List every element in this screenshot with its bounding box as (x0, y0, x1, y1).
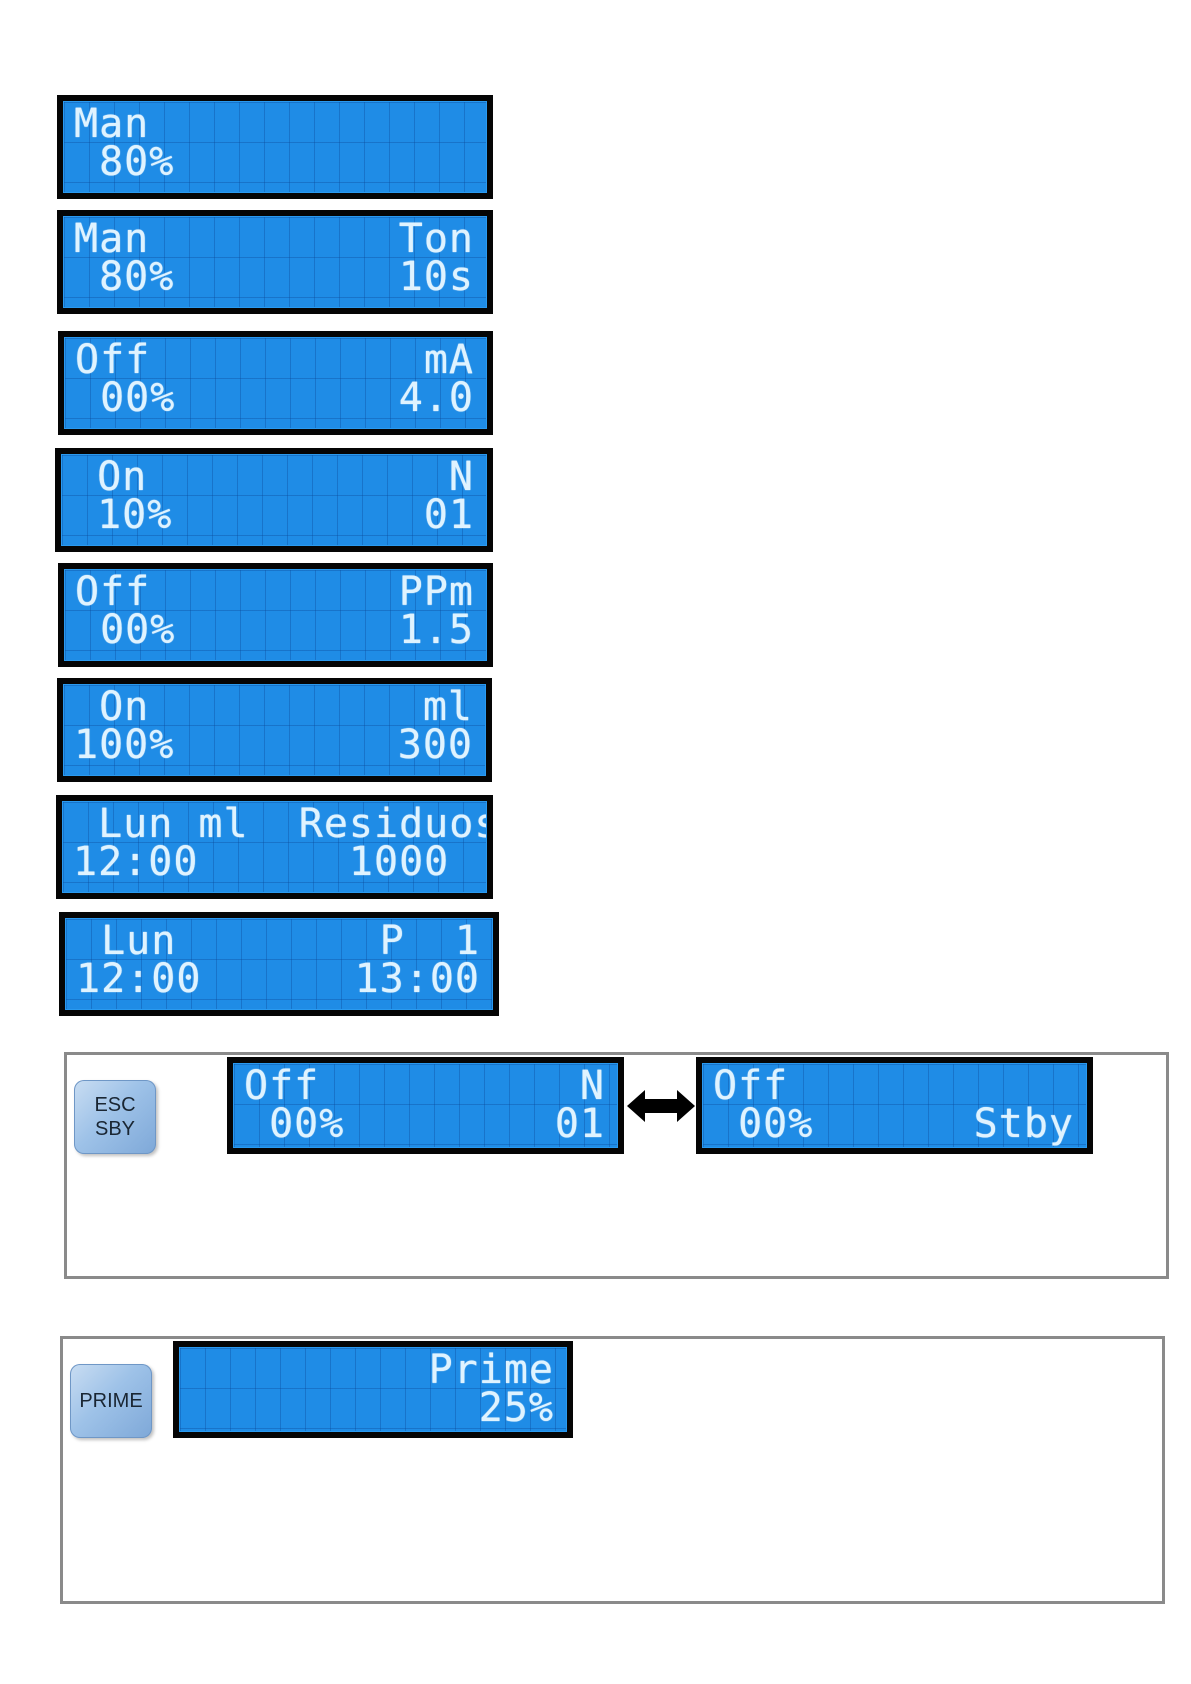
lcd-line1-left: Lun ml Residuos (73, 804, 487, 844)
lcd-line2-left: 12:00 (76, 959, 201, 999)
lcd-line2-right: 300 (398, 725, 473, 765)
lcd-line1-left: Lun (76, 921, 176, 961)
lcd-line1-left: On (72, 457, 147, 497)
lcd-line1-left: Off (75, 572, 150, 612)
lcd-line1-left: Man (74, 104, 149, 144)
lcd-display-8: Lun P 1 12:00 13:00 (59, 912, 499, 1016)
lcd-line2-left: 10% (72, 495, 172, 535)
lcd-line2-right: 4.0 (399, 378, 474, 418)
lcd-line1-left: Off (75, 340, 150, 380)
lcd-line1-right: PPm (399, 572, 474, 612)
lcd-line2-right: 01 (424, 495, 474, 535)
lcd-line2-left: 00% (75, 610, 175, 650)
lcd-line1-left: Man (74, 219, 149, 259)
lcd-screen: Man Ton 80% 10s (63, 216, 487, 308)
prime-key-label: PRIME (79, 1389, 142, 1413)
lcd-screen: Off N 00% 01 (233, 1063, 618, 1148)
lcd-screen: Prime 25% (179, 1347, 567, 1432)
lcd-display-5: Off PPm 00% 1.5 (58, 563, 493, 667)
lcd-line2-left: 100% (74, 725, 174, 765)
lcd-display-4: On N 10% 01 (55, 448, 493, 552)
lcd-line2-left: 12:00 1000 (73, 842, 449, 882)
lcd-line2-left: 00% (75, 378, 175, 418)
lcd-display-6: On ml 100% 300 (57, 678, 492, 782)
lcd-line2-left: 00% (713, 1104, 813, 1144)
lcd-display-2: Man Ton 80% 10s (57, 210, 493, 314)
lcd-display-1: Man 80% (57, 95, 493, 199)
lcd-screen: Off mA 00% 4.0 (64, 337, 487, 429)
lcd-screen: Off PPm 00% 1.5 (64, 569, 487, 661)
lcd-screen: Off 00% Stby (702, 1063, 1087, 1148)
prime-key[interactable]: PRIME (70, 1364, 152, 1438)
lcd-display-esc-b: Off 00% Stby (696, 1057, 1093, 1154)
lcd-line2-right: 10s (399, 257, 474, 297)
lcd-display-prime: Prime 25% (173, 1341, 573, 1438)
lcd-screen: Man 80% (63, 101, 487, 193)
lcd-display-7: Lun ml Residuos 12:00 1000 (56, 795, 493, 899)
lcd-line1-left: Off (713, 1066, 788, 1106)
lcd-line2-right: Stby (974, 1104, 1074, 1144)
double-arrow-icon (627, 1088, 695, 1124)
lcd-line2-left: 80% (74, 257, 174, 297)
lcd-line1-right: P 1 (380, 921, 480, 961)
lcd-line2-right: 1.5 (399, 610, 474, 650)
lcd-line1-right: Prime (429, 1350, 554, 1390)
lcd-line1-right: N (449, 457, 474, 497)
esc-sby-key[interactable]: ESC SBY (74, 1080, 156, 1154)
esc-key-label-line2: SBY (95, 1117, 135, 1141)
lcd-line1-right: mA (424, 340, 474, 380)
lcd-screen: Lun P 1 12:00 13:00 (65, 918, 493, 1010)
lcd-line1-right: Ton (399, 219, 474, 259)
lcd-screen: Lun ml Residuos 12:00 1000 (62, 801, 487, 893)
lcd-screen: On N 10% 01 (61, 454, 487, 546)
lcd-display-3: Off mA 00% 4.0 (58, 331, 493, 435)
lcd-line2-right: 25% (479, 1388, 554, 1428)
lcd-line1-right: N (580, 1066, 605, 1106)
lcd-line1-left: On (74, 687, 149, 727)
lcd-display-esc-a: Off N 00% 01 (227, 1057, 624, 1154)
lcd-line1-left: Off (244, 1066, 319, 1106)
lcd-screen: On ml 100% 300 (63, 684, 486, 776)
lcd-line2-right: 01 (555, 1104, 605, 1144)
lcd-line2-left: 00% (244, 1104, 344, 1144)
lcd-line1-right: ml (423, 687, 473, 727)
lcd-line2-right: 13:00 (355, 959, 480, 999)
esc-key-label-line1: ESC (94, 1093, 135, 1117)
lcd-line2-left: 80% (74, 142, 174, 182)
